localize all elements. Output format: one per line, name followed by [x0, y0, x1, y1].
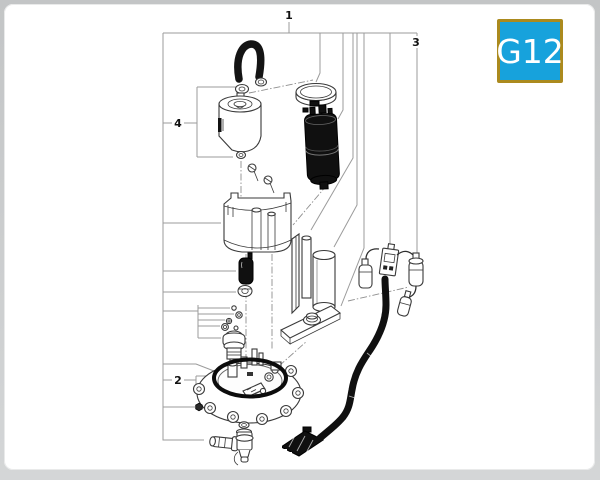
- flange-nut: [195, 402, 203, 412]
- harness-connectors: [358, 243, 424, 317]
- electrical-connector: [279, 426, 324, 457]
- page-code-badge: G12: [496, 19, 564, 83]
- hose-grommet-right: [254, 77, 268, 87]
- pump-housing-cup: [223, 192, 292, 253]
- bracket-tubes: [291, 232, 336, 315]
- flange-o-ring: [212, 357, 288, 399]
- gasket-plate: [280, 305, 342, 345]
- retaining-clamp-ring: [295, 82, 337, 113]
- seal-ring: [237, 284, 253, 298]
- flange-bolt-ears: [192, 364, 305, 426]
- outlet-elbow-fitting: [209, 421, 254, 466]
- callout-2: 2: [174, 374, 182, 387]
- page-code-label: G12: [496, 31, 564, 71]
- fuel-level-sender: [222, 325, 246, 368]
- callout-3: 3: [412, 36, 420, 49]
- fuel-pump: [304, 104, 340, 190]
- fuel-filter: [218, 92, 262, 160]
- hose-grommet-left: [234, 83, 250, 95]
- callout-4: 4: [174, 117, 182, 130]
- harness-cable: [316, 275, 390, 442]
- rubber-damper: [238, 252, 254, 285]
- mounting-flange-plate: [192, 348, 305, 436]
- fuel-hose: [234, 40, 265, 83]
- callout-1: 1: [285, 9, 293, 22]
- callout-labels: 1 3 4 2: [172, 9, 422, 387]
- mounting-screws: [247, 163, 275, 194]
- sender-fasteners: [221, 305, 243, 331]
